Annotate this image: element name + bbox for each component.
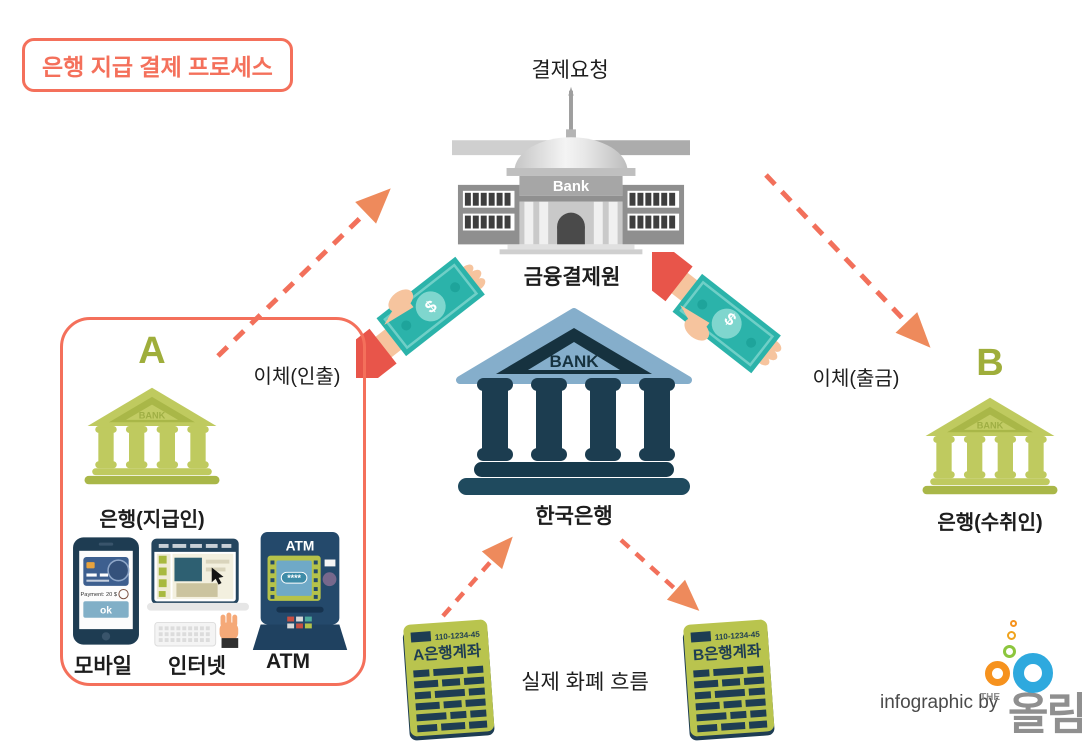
logo-ring-blue — [1013, 653, 1053, 693]
doc-a-account-number: 110-1234-45 — [435, 630, 481, 642]
bank-b-name-label: 은행(수취인) — [937, 512, 1043, 534]
logo-the-text: THE — [980, 692, 1000, 703]
money-hand-left-icon: $ — [356, 256, 486, 378]
bok-building-icon: BANK — [456, 308, 692, 495]
phone-payment-text: Payment: 20 $ — [81, 592, 118, 598]
arrow-kftc-to-b — [764, 173, 931, 348]
channel-atm-label: ATM — [266, 650, 310, 673]
bank-b-sign-text: BANK — [977, 420, 1004, 430]
transfer-deposit-label: 이체(출금) — [812, 368, 900, 390]
atm-machine-icon: ATM **** — [252, 531, 348, 651]
logo-dot-2 — [1007, 631, 1016, 640]
credit-byline: infographic by — [880, 692, 999, 713]
channel-mobile-label: 모바일 — [74, 655, 132, 678]
bank-a-sign-text: BANK — [139, 410, 166, 420]
arrow-bok-to-doc-b — [619, 538, 700, 611]
atm-pin-display: **** — [287, 573, 301, 583]
mobile-phone-icon: Payment: 20 $ ok — [73, 537, 139, 645]
kftc-name-label: 금융결제원 — [523, 266, 621, 289]
hand-cursor — [219, 612, 239, 648]
real-money-flow-label: 실제 화폐 흐름 — [521, 671, 649, 694]
phone-ok-button[interactable]: ok — [100, 606, 112, 617]
doc-a-title: A은행계좌 — [412, 641, 482, 665]
kftc-building-icon: Bank — [452, 86, 690, 255]
publisher-logo: 올림 THE — [972, 616, 1090, 739]
logo-name-text: 올림 — [1008, 690, 1087, 739]
bok-name-label: 한국은행 — [535, 505, 613, 528]
money-hand-right-icon: $ — [652, 252, 782, 374]
bank-b-letter: B — [976, 342, 1004, 384]
arrow-a-to-kftc — [216, 188, 391, 358]
internet-banking-icon — [147, 538, 249, 648]
logo-ring-orange — [985, 661, 1010, 686]
settlement-request-label: 결제요청 — [531, 59, 609, 82]
payer-group-box — [60, 317, 366, 686]
channel-internet-label: 인터넷 — [168, 655, 226, 678]
doc-b-account-number: 110-1234-45 — [715, 630, 761, 642]
bank-b-building-icon: BANK — [922, 397, 1058, 495]
bank-a-building-icon: BANK — [84, 387, 220, 485]
arrow-doc-a-to-bok — [441, 536, 513, 618]
kftc-sign-text: Bank — [553, 179, 590, 195]
page-title: 은행 지급 결제 프로세스 — [22, 38, 293, 92]
logo-dot-1 — [1010, 620, 1017, 627]
account-document-b: 110-1234-45 B은행계좌 — [682, 619, 775, 741]
doc-b-title: B은행계좌 — [692, 641, 762, 665]
transfer-withdrawal-label: 이체(인출) — [253, 366, 341, 388]
bank-a-letter: A — [138, 330, 166, 372]
logo-dot-3 — [1003, 645, 1016, 658]
bank-a-name-label: 은행(지급인) — [99, 509, 205, 531]
account-document-a: 110-1234-45 A은행계좌 — [402, 619, 495, 741]
bok-sign-text: BANK — [549, 352, 599, 371]
atm-sign-text: ATM — [286, 539, 315, 554]
